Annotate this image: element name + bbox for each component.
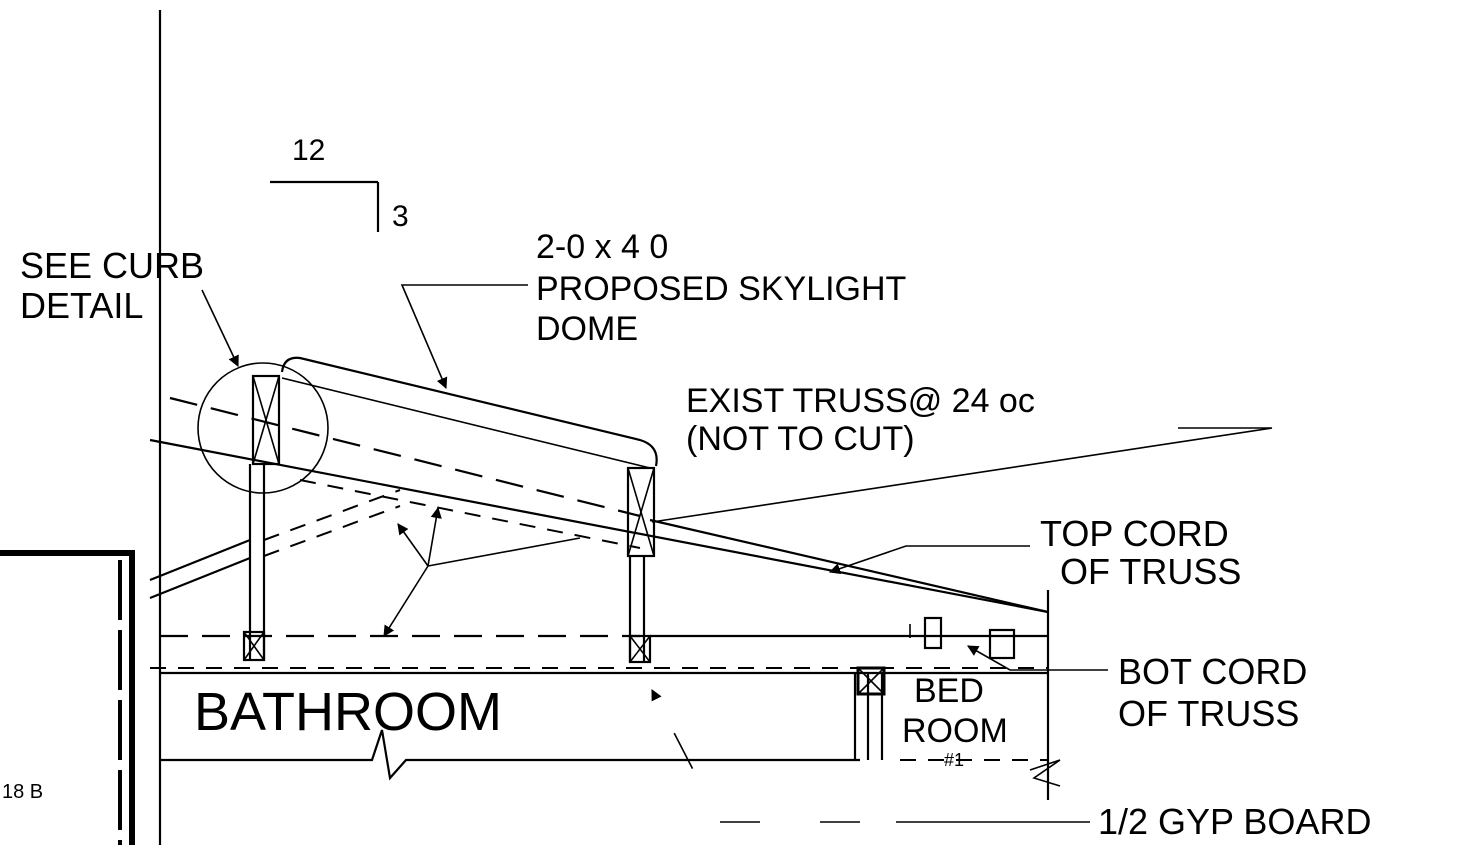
slope-run-label: 12	[292, 134, 325, 167]
bedroom-wall	[853, 666, 886, 760]
see-curb-label-line2: DETAIL	[20, 285, 143, 326]
gyp-board-label: 1/2 GYP BOARD	[1098, 801, 1371, 842]
skylight-label-line1: 2-0 x 4 0	[536, 228, 668, 266]
left-rafter-upper	[149, 538, 251, 582]
exist-truss-arrow-3	[383, 565, 429, 637]
exist-truss-label-line1: EXIST TRUSS@ 24 oc	[686, 382, 1035, 420]
left-wall-section: 18 B	[0, 550, 135, 845]
exist-truss-arrow-1	[397, 523, 429, 567]
bedroom-label-line2: ROOM	[902, 712, 1008, 750]
skylight-dome	[280, 356, 658, 469]
top-cord-leader-arrow	[828, 545, 1030, 575]
exist-truss-leader-a	[427, 537, 581, 567]
truss-web-dashed-2	[263, 505, 401, 557]
bedroom-label-line1: BED	[914, 672, 984, 710]
edge-note: 18 B	[2, 781, 43, 803]
exist-truss-leader-right	[651, 427, 1273, 523]
left-rafter-lower	[149, 556, 251, 600]
curb-leader-arrow	[201, 289, 239, 368]
slope-rise-label: 3	[392, 200, 409, 233]
skylight-curb-left	[242, 374, 281, 662]
existing-roof-line	[149, 438, 1049, 614]
truss-block-1	[923, 616, 943, 650]
bot-cord-label-line2: OF TRUSS	[1118, 693, 1299, 734]
bot-cord-leader-arrow	[967, 645, 1108, 671]
truss-block-2	[988, 628, 1016, 660]
slope-indicator: 12 3	[270, 134, 409, 233]
exist-truss-arrow-2	[427, 506, 442, 567]
bathroom-label: BATHROOM	[194, 682, 502, 742]
skylight-label-line2: PROPOSED SKYLIGHT	[536, 270, 906, 308]
bathroom-floor-line	[160, 729, 860, 781]
top-cord-label-line2: OF TRUSS	[1060, 551, 1241, 592]
exist-truss-label-line2: (NOT TO CUT)	[686, 420, 915, 458]
truss-web-dashed-1	[263, 489, 401, 541]
skylight-leader-arrow	[400, 284, 528, 390]
bot-cord-label-line1: BOT CORD	[1118, 651, 1307, 692]
gyp-board-leader-dashed	[651, 689, 860, 823]
truss-web-dashed-3	[299, 479, 641, 549]
skylight-curb-right	[626, 466, 656, 664]
top-cord-label-line1: TOP CORD	[1040, 513, 1229, 554]
break-symbol-right	[1029, 759, 1061, 787]
existing-truss-dashed	[169, 396, 641, 518]
skylight-label-line3: DOME	[536, 310, 638, 348]
bedroom-number: #1	[944, 750, 964, 770]
see-curb-label-line1: SEE CURB	[20, 245, 204, 286]
